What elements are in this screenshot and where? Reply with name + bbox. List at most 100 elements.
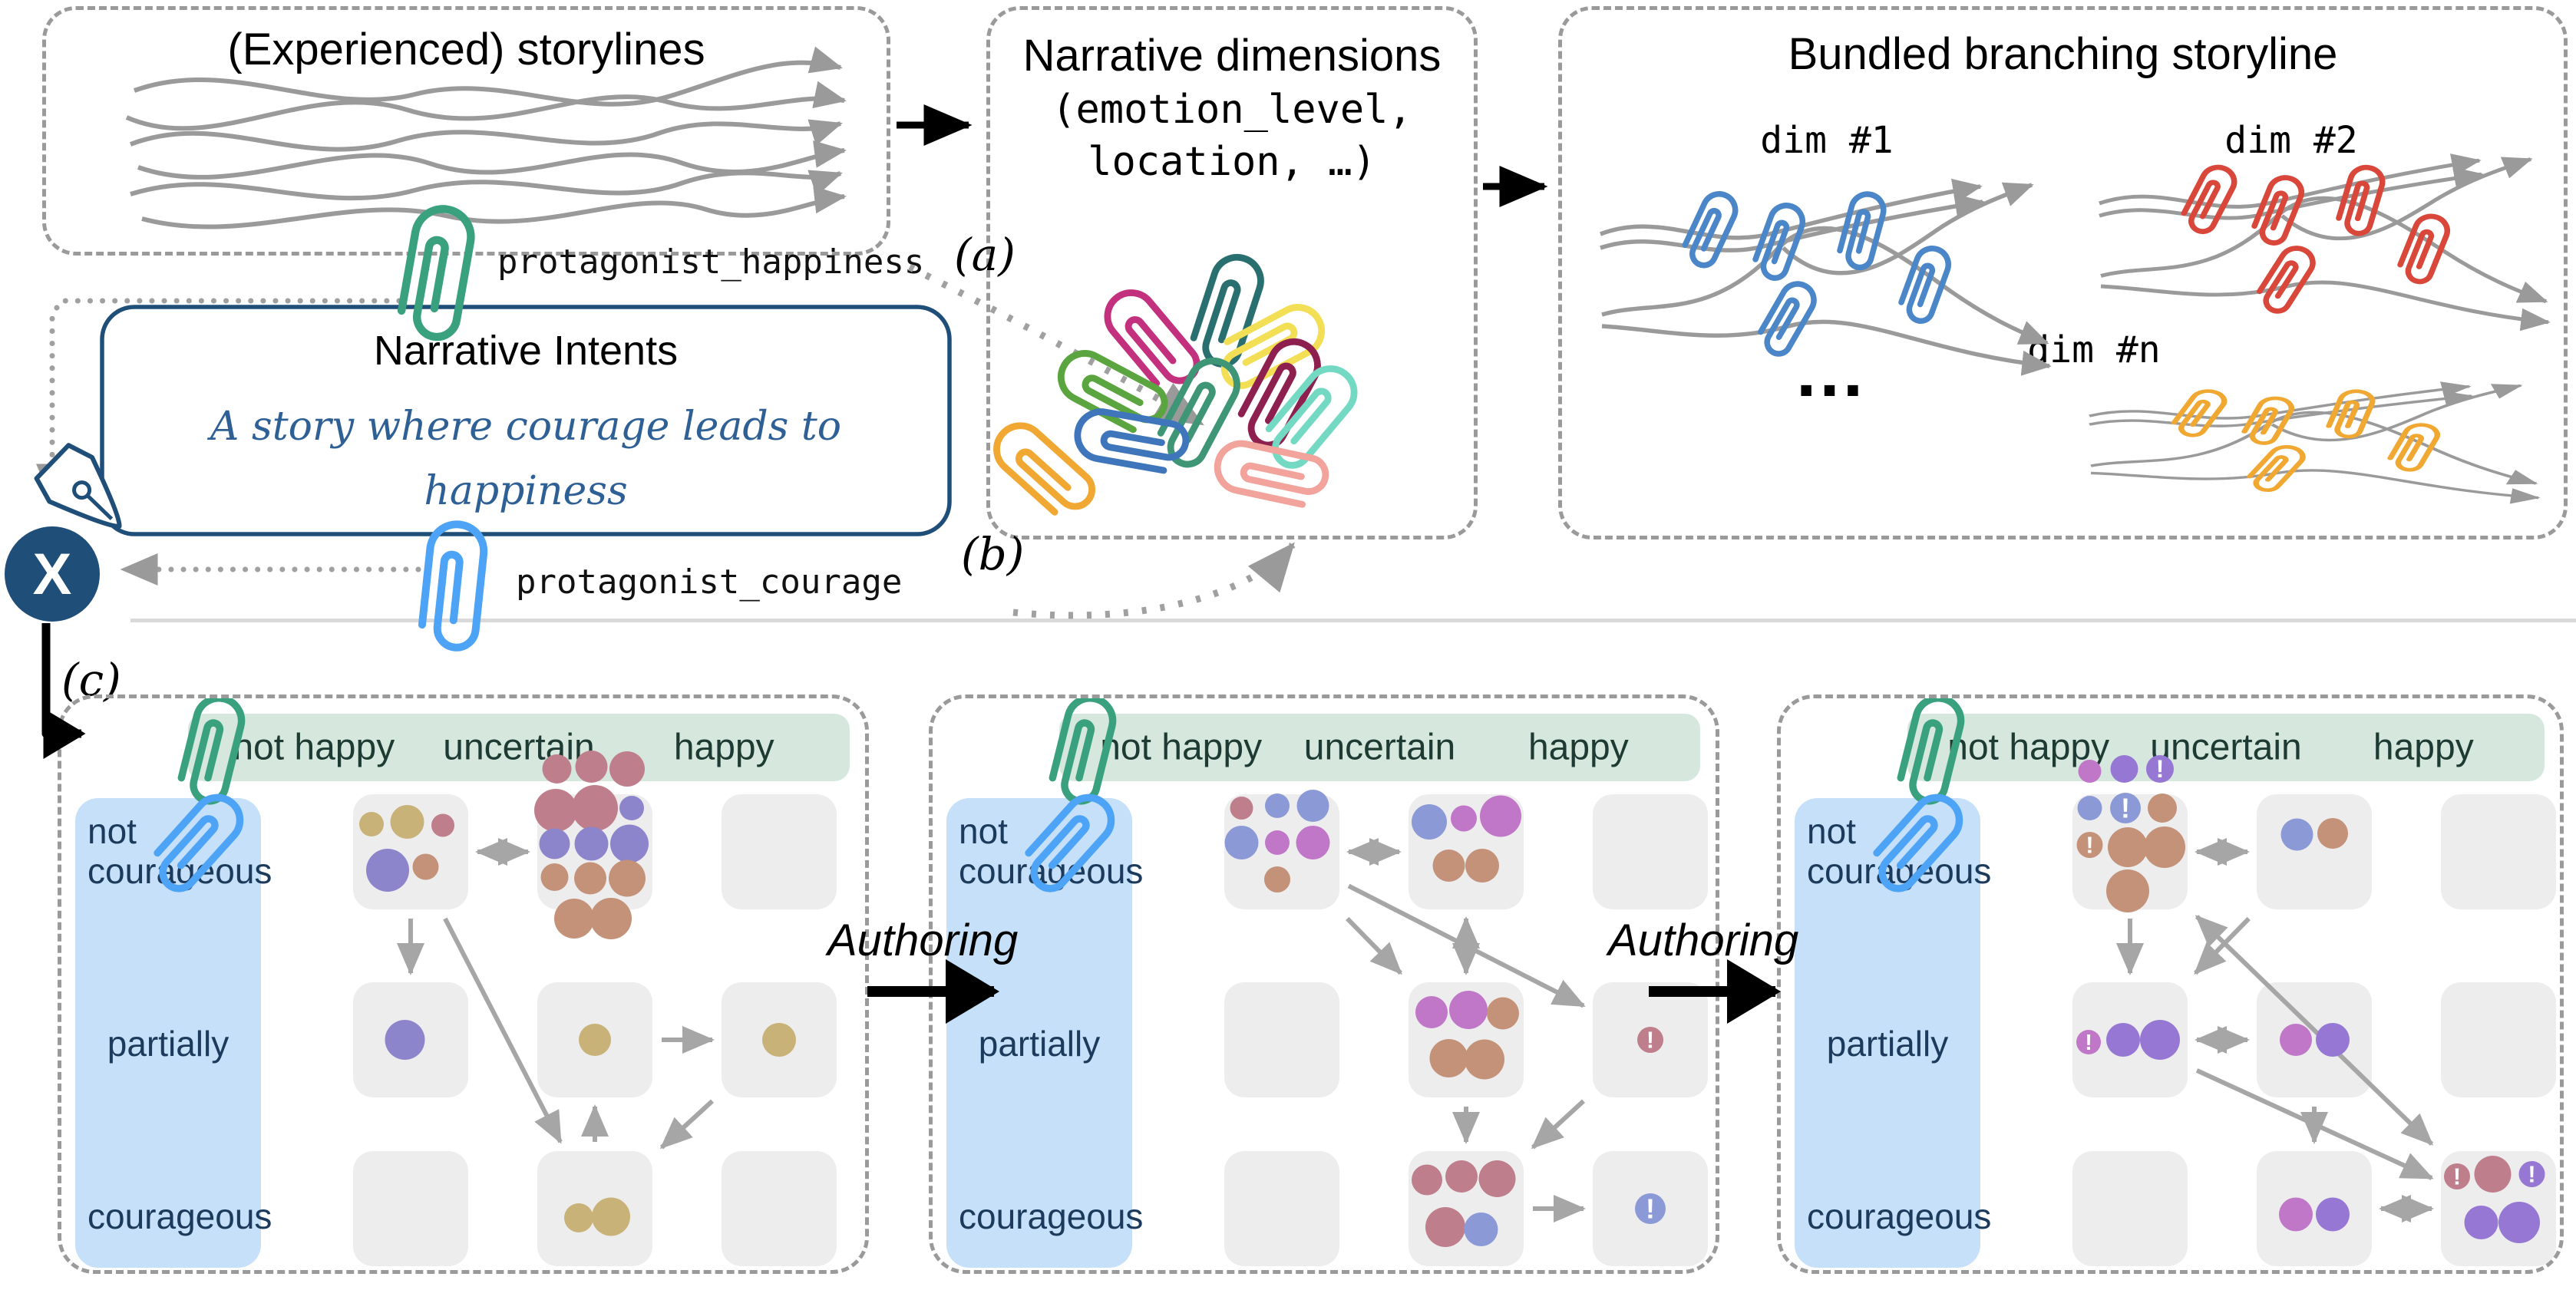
story-dot: [2076, 832, 2103, 858]
story-dot: [2464, 1206, 2498, 1239]
narrative-intent-line1: A story where courage leads to: [210, 404, 842, 450]
story-dot: [2106, 1023, 2140, 1057]
authoring-label-1: Authoring: [827, 916, 1019, 965]
story-dot: [2316, 1023, 2350, 1057]
matrix-grid-graphic: !!!!!!: [1873, 698, 2556, 1266]
story-dot: [2279, 1197, 2313, 1232]
cell-link-arrow: [2194, 916, 2251, 975]
story-dot: [2140, 1020, 2180, 1060]
dim-2-label: dim #2: [2224, 119, 2358, 162]
col-label-uncertain: uncertain: [1303, 727, 1456, 768]
story-dot: [590, 898, 632, 939]
story-dot: [2518, 1161, 2545, 1187]
matrix-cell: [1224, 982, 1339, 1097]
story-dot: [1224, 826, 1259, 859]
dimensions-code-line2: location, …): [1088, 139, 1376, 185]
story-dot: [574, 862, 606, 895]
courage-paperclip-icon: [1025, 793, 1115, 892]
conflict-exclamation-icon: !: [2453, 1164, 2461, 1190]
matrix-cell: [2257, 982, 2372, 1097]
story-dot: [412, 853, 439, 880]
matrix-panel-authored-2: not happy uncertain happy not courageous…: [1777, 694, 2564, 1274]
conflict-exclamation-icon: !: [1646, 1028, 1654, 1054]
bundled-box: Bundled branching storyline: [1558, 6, 2568, 539]
storylines-graphic: [125, 46, 847, 229]
col-label-not-happy: not happy: [233, 727, 395, 768]
conflict-exclamation-icon: !: [2086, 833, 2093, 859]
row-label-not-courageous: not courageous: [88, 811, 272, 891]
narrative-intents-title: Narrative Intents: [373, 328, 679, 374]
story-dot: [762, 1023, 796, 1057]
dimensions-box: Narrative dimensions (emotion_level, loc…: [986, 6, 1478, 539]
col-label-happy: happy: [2373, 727, 2474, 768]
story-dot: [2148, 793, 2177, 823]
story-dot: [554, 899, 594, 939]
story-dot: [1265, 830, 1290, 855]
matrix-cell: [722, 1151, 837, 1266]
courage-axis-sidebar: not courageous partially courageous: [1795, 798, 1991, 1268]
happiness-paperclip-icon: [1897, 698, 1965, 805]
matrix-cell: [1224, 1151, 1339, 1266]
story-dot: [2498, 1202, 2540, 1243]
dimensions-title: Narrative dimensions: [1022, 31, 1442, 81]
story-dot: [1230, 797, 1253, 820]
col-label-uncertain: uncertain: [2150, 727, 2302, 768]
row-label-partially: partially: [978, 1024, 1101, 1064]
cell-link-bidirectional: [2195, 915, 2434, 1146]
conflict-exclamation-icon: !: [2528, 1162, 2535, 1188]
row-label-partially: partially: [107, 1024, 230, 1064]
story-dot: [359, 812, 384, 836]
step-b-label: (b): [961, 528, 1025, 580]
story-dot: [534, 789, 577, 832]
story-dot: [1635, 1193, 1666, 1224]
matrix-panel-initial: not happy uncertain happy not courageous…: [58, 694, 869, 1274]
story-dot: [1637, 1027, 1663, 1053]
story-dot: [390, 805, 424, 839]
matrix-cell: [2441, 794, 2556, 909]
happiness-paperclip-icon: [177, 698, 246, 805]
story-dot: [2110, 793, 2141, 823]
story-dot: [1425, 1207, 1465, 1247]
row-label-courageous: courageous: [959, 1196, 1144, 1236]
story-dot: [1412, 804, 1447, 840]
section-divider: [130, 619, 2576, 622]
story-dot: [610, 824, 649, 863]
story-dot: [1465, 1039, 1504, 1080]
conflict-exclamation-icon: !: [1646, 1193, 1655, 1224]
story-dot: [2444, 1163, 2470, 1189]
story-dot: [2108, 827, 2148, 867]
protagonist-happiness-label: protagonist_happiness: [497, 242, 925, 282]
happiness-axis-header: not happy uncertain happy: [1907, 714, 2545, 781]
col-label-uncertain: uncertain: [443, 727, 595, 768]
story-dot: [609, 751, 645, 787]
dotted-b-to-pile: [1012, 542, 1296, 619]
bundled-title: Bundled branching storyline: [1788, 29, 2338, 79]
matrix-cell: [722, 794, 837, 909]
row-label-not-courageous: not courageous: [959, 811, 1144, 891]
cell-link-arrow: [659, 1099, 715, 1150]
story-dot: [431, 813, 454, 837]
narrative-intent-line2: happiness: [424, 468, 628, 514]
story-dot: [1487, 997, 1519, 1030]
row-label-courageous: courageous: [88, 1196, 272, 1236]
story-dot: [540, 863, 569, 891]
dim-n-label: dim #n: [2027, 328, 2161, 371]
col-label-happy: happy: [673, 727, 774, 768]
story-dot: [539, 828, 570, 859]
dim-1-label: dim #1: [1760, 119, 1894, 162]
story-dot: [385, 1020, 425, 1060]
courage-paperclip-icon: [154, 793, 244, 892]
protagonist-courage-label: protagonist_courage: [516, 563, 903, 602]
story-dot: [2316, 1197, 2350, 1232]
story-dot: [2280, 1024, 2312, 1056]
story-dot: [1265, 793, 1290, 818]
matrix-grid-graphic: [154, 698, 837, 1266]
narrative-intents-box: Narrative Intents A story where courage …: [100, 305, 952, 536]
conflict-exclamation-icon: !: [2121, 792, 2130, 823]
story-dot: [1432, 850, 1465, 882]
story-dot: [572, 785, 618, 831]
matrix-cell: [2257, 1151, 2372, 1266]
story-dot: [366, 849, 409, 892]
story-dot: [2076, 1030, 2101, 1054]
story-dot: [1415, 996, 1448, 1028]
